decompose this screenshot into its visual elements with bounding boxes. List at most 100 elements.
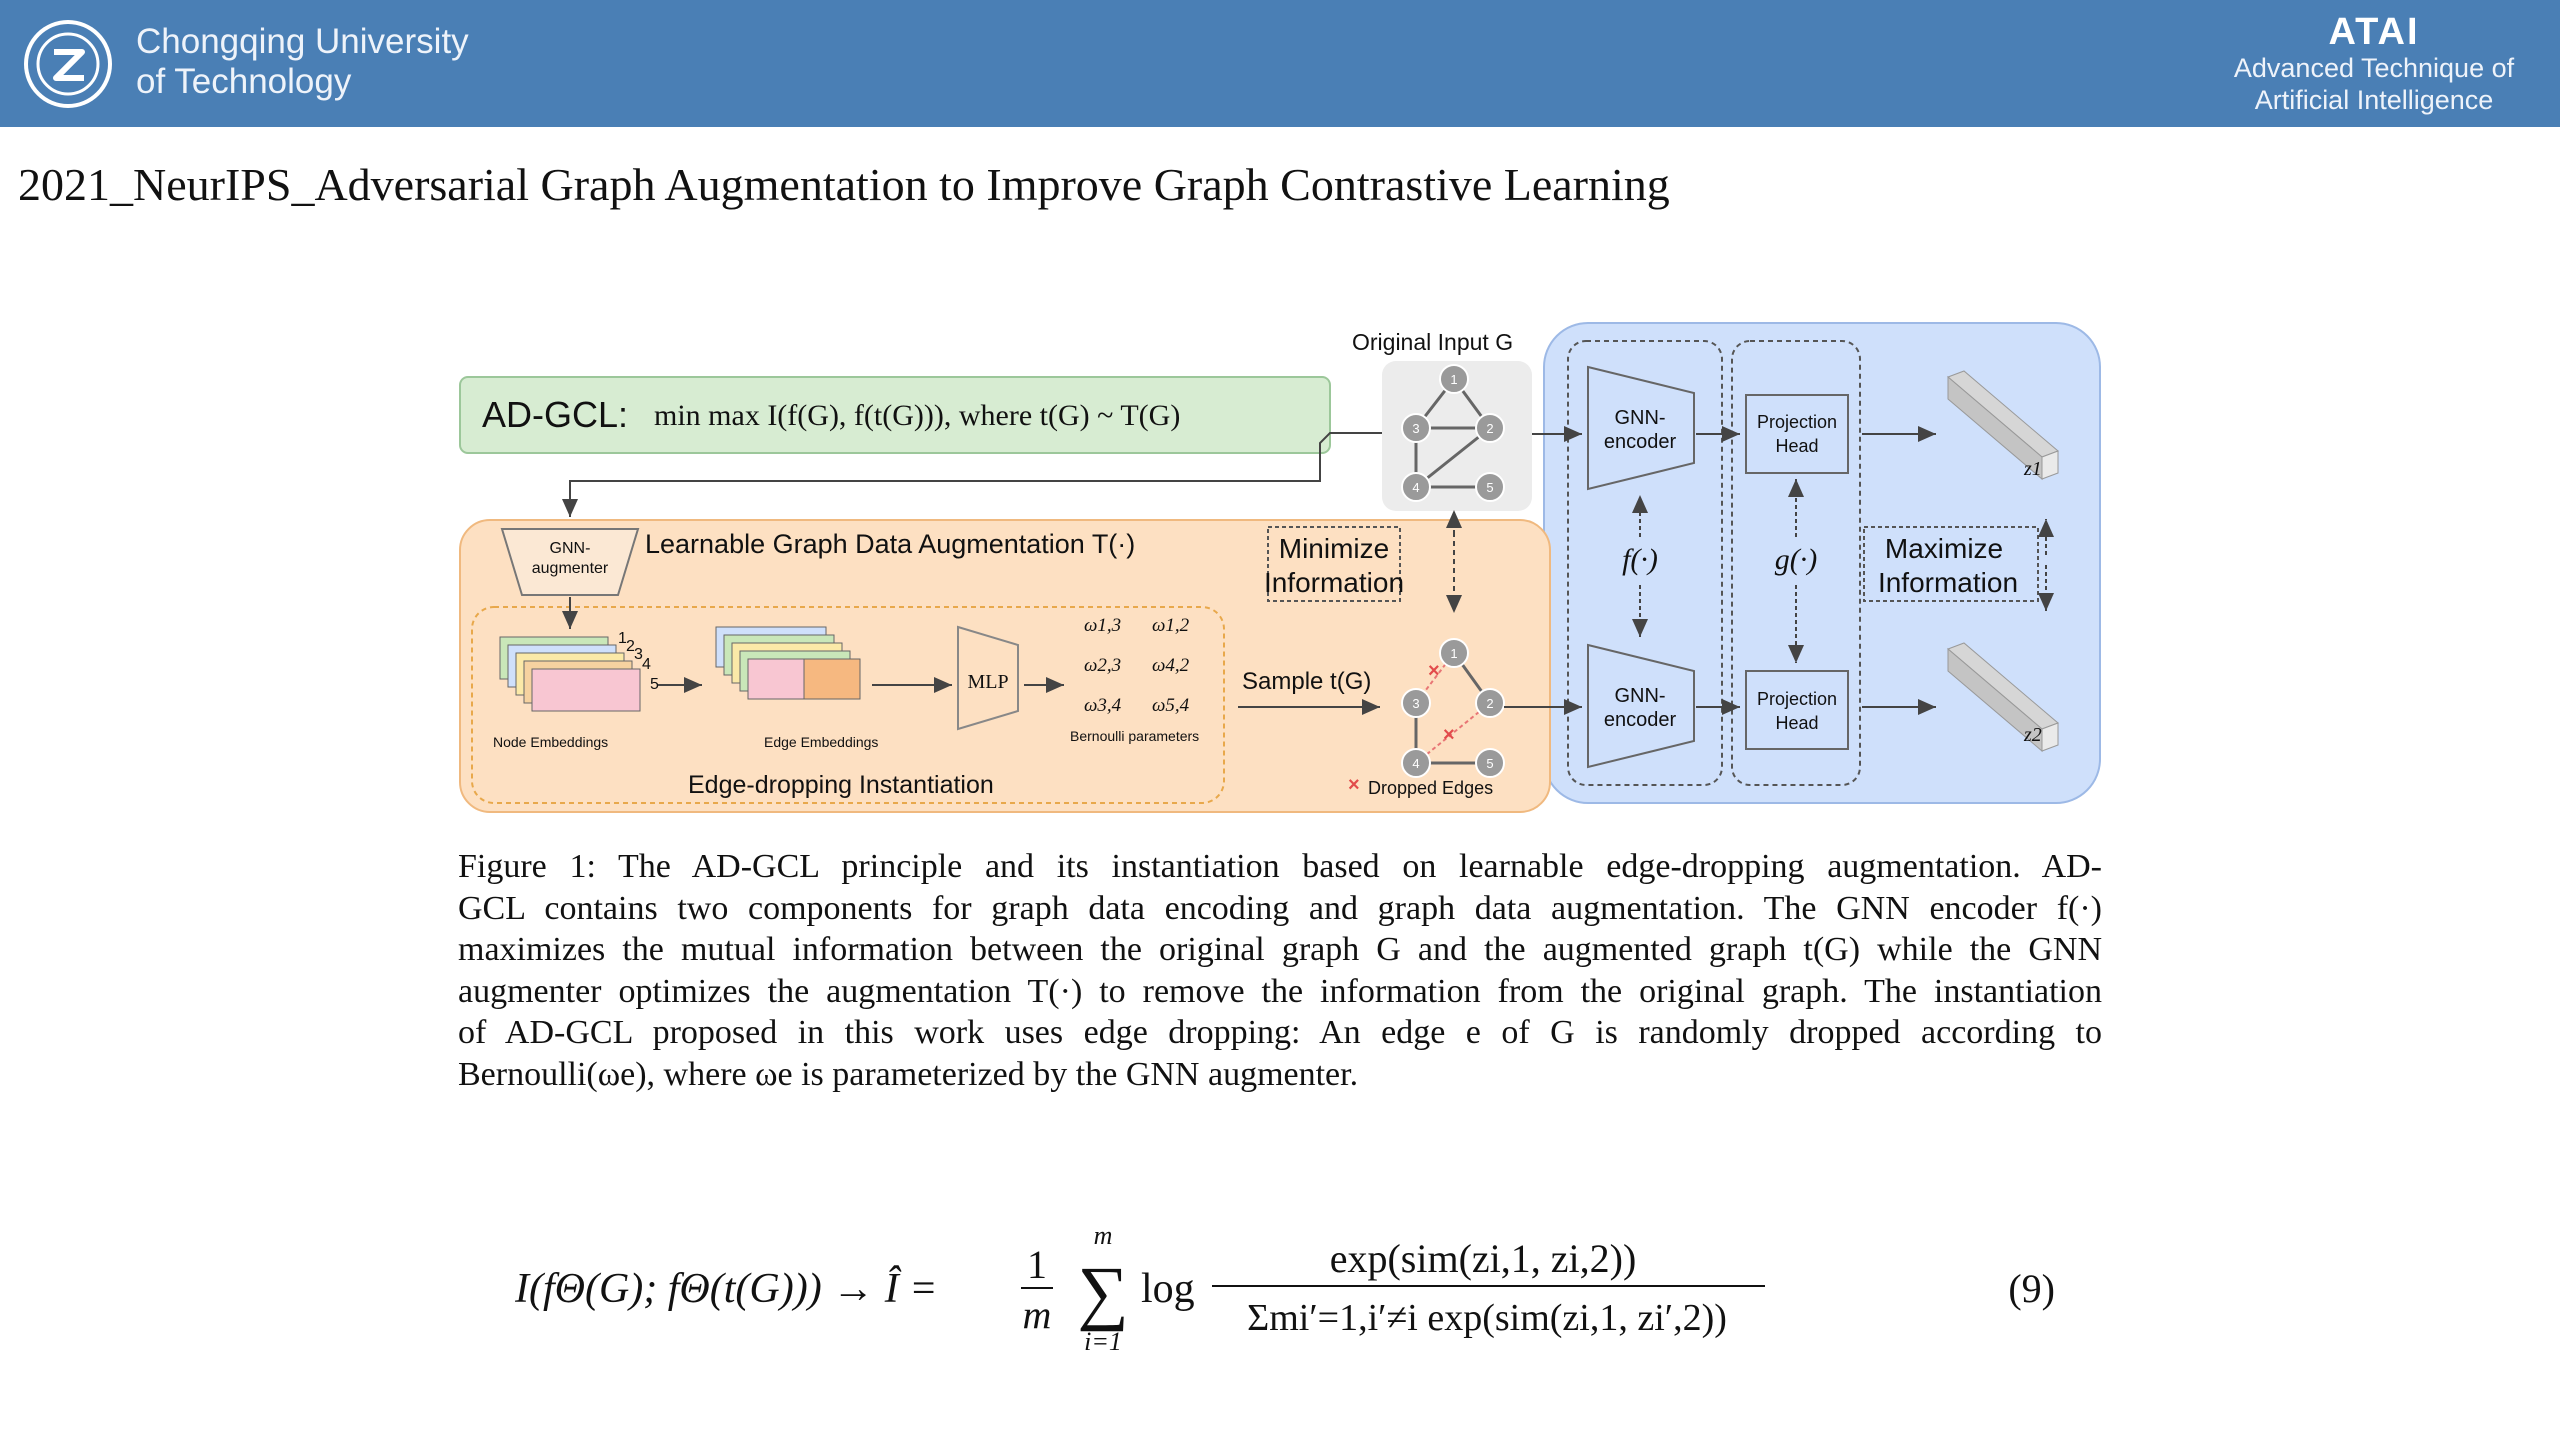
slide-title: 2021_NeurIPS_Adversarial Graph Augmentat… <box>18 159 1670 210</box>
svg-text:3: 3 <box>1412 696 1419 711</box>
equation-frac-num: 1 <box>1027 1242 1047 1287</box>
svg-text:ω3,4: ω3,4 <box>1084 695 1122 716</box>
equation-denominator: Σmi′=1,i′≠i exp(sim(zi,1, zi′,2)) <box>1247 1297 1727 1339</box>
university-name: Chongqing University of Technology <box>136 22 469 102</box>
maximize-line1: Maximize <box>1885 533 2003 564</box>
bernoulli-weights: ω1,3 ω1,2 ω2,3 ω4,2 ω3,4 ω5,4 <box>1084 615 1190 716</box>
f-label: f(·) <box>1622 543 1658 576</box>
equation-number: (9) <box>2008 1266 2055 1311</box>
svg-text:1: 1 <box>1450 646 1457 661</box>
projection-dashed-box <box>1731 340 1861 786</box>
svg-text:Head: Head <box>1775 713 1818 733</box>
sample-label: Sample t(G) <box>1242 668 1371 695</box>
caption-line-2: GCL contains two components for graph da… <box>458 889 2102 927</box>
caption-line-5: of AD-GCL proposed in this work uses edg… <box>458 1014 2102 1051</box>
lab-short-name: ATAI <box>2328 11 2420 53</box>
equation-frac-den: m <box>1023 1292 1052 1337</box>
svg-text:5: 5 <box>1486 480 1493 495</box>
caption-line-6: Bernoulli(ωe), where ωe is parameterized… <box>458 1055 1359 1093</box>
original-graph-nodes <box>1401 364 1505 502</box>
dropped-x-marks: × × × <box>1348 660 1455 796</box>
z2-prism <box>1947 642 2059 753</box>
node-embeddings-stack <box>499 636 641 712</box>
minimize-box <box>1267 526 1401 602</box>
svg-text:3: 3 <box>634 646 643 663</box>
projection-head-bottom <box>1745 670 1849 750</box>
svg-text:×: × <box>1428 660 1440 682</box>
svg-text:GNN-: GNN- <box>1614 685 1665 707</box>
mlp-shape <box>957 625 1019 731</box>
svg-text:×: × <box>1348 774 1360 796</box>
equation-sum-top: m <box>1094 1221 1113 1250</box>
svg-text:encoder: encoder <box>1604 709 1677 731</box>
svg-text:4: 4 <box>1412 756 1419 771</box>
svg-text:Projection: Projection <box>1757 412 1837 432</box>
projection-head-top <box>1745 394 1849 474</box>
node-embeddings-label: Node Embeddings <box>493 734 608 750</box>
svg-text:ω1,2: ω1,2 <box>1152 615 1190 636</box>
mlp-label: MLP <box>967 671 1008 693</box>
z1-prism <box>1947 370 2059 481</box>
dropped-edges-label: Dropped Edges <box>1368 778 1493 798</box>
equation-log: log <box>1141 1266 1195 1312</box>
sum-symbol-icon: ∑ <box>1077 1252 1128 1332</box>
bernoulli-label: Bernoulli parameters <box>1070 728 1199 744</box>
gnn-encoder-bottom <box>1587 643 1695 769</box>
svg-text:ω5,4: ω5,4 <box>1152 695 1190 716</box>
equation-9: I(fΘ(G); fΘ(t(G))) → Î = 1 m m ∑ i=1 log… <box>514 1220 2095 1360</box>
original-input-label: Original Input G <box>1352 329 1513 355</box>
svg-text:2: 2 <box>626 638 635 655</box>
svg-text:4: 4 <box>642 656 651 673</box>
svg-text:3: 3 <box>1412 421 1419 436</box>
figure-diagram: AD-GCL: min max I(f(G), f(t(G))), where … <box>440 315 2120 835</box>
augmented-node-labels: 1 2 3 4 5 <box>1412 646 1493 771</box>
edge-embeddings-label: Edge Embeddings <box>764 734 878 750</box>
svg-text:ω4,2: ω4,2 <box>1152 655 1190 676</box>
ad-gcl-diagram: AD-GCL: min max I(f(G), f(t(G))), where … <box>459 322 2101 813</box>
learnable-aug-title: Learnable Graph Data Augmentation T(·) <box>645 529 1135 559</box>
svg-text:1: 1 <box>618 630 627 647</box>
lab-full-name-line2: Artificial Intelligence <box>2254 85 2494 115</box>
svg-text:Projection: Projection <box>1757 689 1837 709</box>
edge-dropping-label: Edge-dropping Instantiation <box>688 771 994 799</box>
svg-text:encoder: encoder <box>1604 431 1677 453</box>
equation-lhs: I(fΘ(G); fΘ(t(G))) → Î = <box>515 1265 938 1312</box>
university-logo-icon <box>24 20 112 108</box>
caption-line-4: augmenter optimizes the augmentation T(·… <box>458 972 2102 1010</box>
svg-text:Head: Head <box>1775 436 1818 456</box>
svg-text:2: 2 <box>1486 421 1493 436</box>
encoder-dashed-box <box>1567 340 1723 786</box>
svg-text:ω1,3: ω1,3 <box>1084 615 1121 636</box>
svg-text:4: 4 <box>1412 480 1419 495</box>
edge-dropping-dashed-box <box>471 606 1225 804</box>
maximize-line2: Information <box>1878 567 2018 598</box>
svg-text:GNN-: GNN- <box>1614 407 1665 429</box>
edge-embeddings-stack <box>715 626 861 700</box>
objective-box <box>459 376 1331 454</box>
svg-text:ω2,3: ω2,3 <box>1084 655 1121 676</box>
caption-line-1: Figure 1: The AD-GCL principle and its i… <box>458 848 2102 885</box>
university-name-line1: Chongqing University <box>136 22 469 61</box>
objective-prefix: AD-GCL: <box>482 394 628 435</box>
gnn-augmenter-line2: augmenter <box>532 560 609 577</box>
gnn-augmenter-line1: GNN- <box>550 540 591 557</box>
augmented-graph-nodes <box>1401 638 1505 778</box>
lab-full-name-line1: Advanced Technique of <box>2233 53 2515 83</box>
svg-text:2: 2 <box>1486 696 1493 711</box>
z1-label: z1 <box>2023 458 2042 480</box>
maximize-box <box>1863 526 2039 602</box>
original-node-labels: 1 2 3 4 5 <box>1412 372 1493 495</box>
objective-formula: min max I(f(G), f(t(G))), where t(G) ~ T… <box>654 399 1180 432</box>
svg-text:1: 1 <box>1450 372 1457 387</box>
minimize-line1: Minimize <box>1279 533 1389 564</box>
minimize-line2: Information <box>1264 567 1404 598</box>
svg-text:5: 5 <box>1486 756 1493 771</box>
equation-sum-bottom: i=1 <box>1084 1327 1122 1356</box>
equation-numerator: exp(sim(zi,1, zi,2)) <box>1330 1236 1637 1281</box>
z2-label: z2 <box>2023 724 2042 746</box>
svg-text:×: × <box>1443 724 1455 746</box>
caption-line-3: maximizes the mutual information between… <box>458 931 2102 968</box>
figure-caption: Figure 1: The AD-GCL principle and its i… <box>458 846 2102 1095</box>
header-bar: Chongqing University of Technology ATAI … <box>0 0 2560 127</box>
